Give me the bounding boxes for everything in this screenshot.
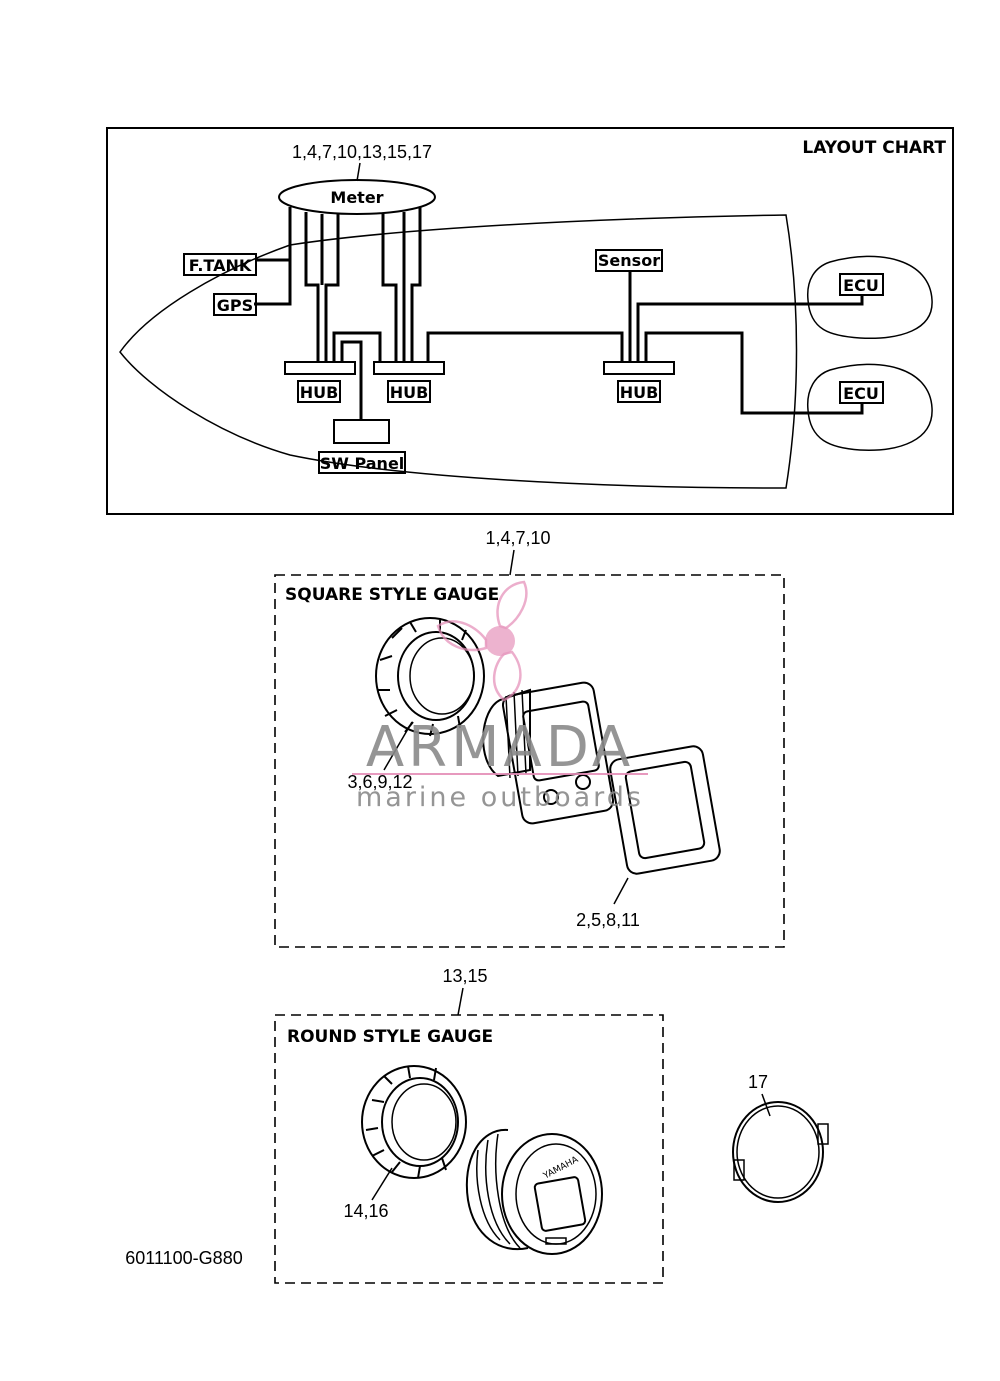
- round-gauge-nut-callout: 14,16: [343, 1201, 388, 1221]
- round-gauge-parts-callout: 13,15: [442, 966, 487, 986]
- sw-panel-box: [318, 451, 406, 474]
- ecu-label-1: ECU: [843, 276, 879, 295]
- hub-label-1: HUB: [300, 383, 339, 402]
- meter-label: Meter: [330, 188, 383, 207]
- meter-leader-line: [356, 162, 361, 182]
- square-gauge-leader: [509, 549, 515, 576]
- hub-bar-2: [373, 361, 445, 375]
- ecu-label-2: ECU: [843, 384, 879, 403]
- hub-bar-1: [284, 361, 356, 375]
- ecu-box-1: [839, 273, 884, 296]
- square-bezel-leader: [613, 877, 629, 905]
- square-gauge-frame: [274, 574, 785, 948]
- hub-label-2: HUB: [390, 383, 429, 402]
- meter-wires: [254, 207, 422, 362]
- square-gauge-bezel: [609, 745, 721, 875]
- layout-chart-title: LAYOUT CHART: [802, 138, 946, 158]
- round-gauge-lock-nut: [361, 1065, 467, 1179]
- square-gauge-parts-callout: 1,4,7,10: [485, 528, 550, 548]
- propeller-logo: [436, 580, 528, 702]
- ecu-box-2: [839, 381, 884, 404]
- square-gauge-nut-callout: 3,6,9,12: [347, 772, 412, 792]
- round-gauge-title: ROUND STYLE GAUGE: [287, 1027, 493, 1047]
- engine-outline-upper: [807, 255, 933, 339]
- armada-watermark: ARMADA marine outboards: [352, 580, 648, 813]
- watermark-brand: ARMADA: [366, 715, 634, 780]
- hub-bar-3: [603, 361, 675, 375]
- engine-outline-lower: [807, 363, 933, 451]
- clip-leader: [761, 1093, 771, 1117]
- hub-label-3: HUB: [620, 383, 659, 402]
- sw-panel-label: SW Panel: [320, 454, 405, 473]
- round-nut-leader: [371, 1167, 393, 1201]
- sensor-box: [595, 249, 663, 272]
- hub-box-1: [297, 380, 341, 403]
- hub-wires: [332, 272, 864, 420]
- round-gauge-frame: [274, 1014, 664, 1284]
- gps-label: GPS: [217, 296, 253, 315]
- ftank-label: F.TANK: [189, 256, 252, 275]
- meter-parts-callout: 1,4,7,10,13,15,17: [292, 142, 432, 162]
- round-gauge-body: YAMAHA: [465, 1128, 603, 1255]
- round-gauge-section: 13,15 ROUND STYLE GAUGE 14,16 YAMAHA: [274, 966, 664, 1284]
- meter-ellipse: [278, 179, 436, 215]
- watermark-tagline: marine outboards: [356, 782, 644, 813]
- clip-part-callout: 17: [748, 1072, 768, 1092]
- hub-box-3: [617, 380, 661, 403]
- round-gauge-leader: [457, 987, 464, 1016]
- square-gauge-title: SQUARE STYLE GAUGE: [285, 585, 499, 605]
- gps-box: [213, 293, 257, 316]
- hub-box-2: [387, 380, 431, 403]
- square-nut-leader: [383, 721, 413, 771]
- sw-panel-unit: [333, 419, 390, 444]
- ftank-box: [183, 253, 257, 276]
- layout-chart: LAYOUT CHART 1,4,7,10,13,15,17 Meter F.T…: [106, 127, 954, 515]
- sensor-label: Sensor: [598, 251, 660, 270]
- square-gauge-bezel-callout: 2,5,8,11: [576, 910, 640, 930]
- layout-chart-frame: [106, 127, 954, 515]
- clip-part: 17: [732, 1072, 829, 1203]
- diagram-code: 6011100-G880: [125, 1248, 242, 1268]
- square-gauge-section: 1,4,7,10 SQUARE STYLE GAUGE 3,6,9,12: [274, 528, 785, 948]
